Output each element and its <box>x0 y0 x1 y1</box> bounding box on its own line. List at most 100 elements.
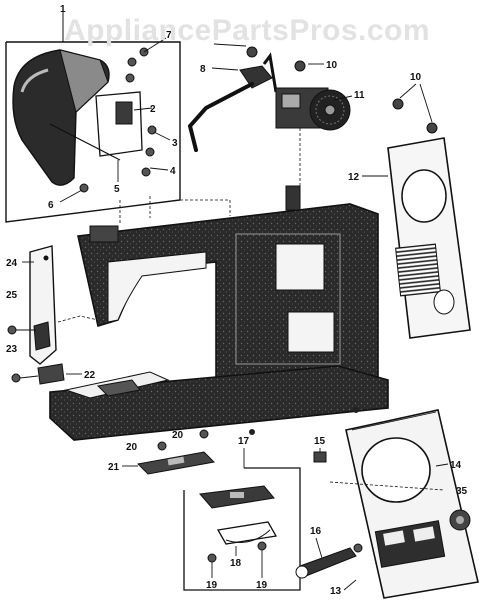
selector-window-left <box>383 530 405 546</box>
machine-base <box>49 365 389 441</box>
callout-19b: 19 <box>256 580 268 591</box>
leader-8 <box>211 67 239 71</box>
cover-top-face <box>59 49 109 113</box>
mount-bracket-part <box>95 91 143 157</box>
cover-highlight <box>20 68 49 93</box>
callout-23: 23 <box>6 344 18 355</box>
screw-part-25 <box>7 325 17 335</box>
panel-dial-window <box>361 437 431 503</box>
screw-part-13 <box>353 543 363 553</box>
callout-20a: 20 <box>126 442 138 453</box>
leader-6 <box>59 189 83 203</box>
slide-plate-slot <box>167 456 185 466</box>
cover-rod <box>49 123 121 161</box>
link-arm-head <box>239 65 273 89</box>
screw-part-7-top <box>246 46 258 58</box>
screw-part-23 <box>11 373 21 383</box>
body-inner-frame <box>235 233 341 365</box>
callout-18: 18 <box>230 558 242 569</box>
link-arm-part <box>187 82 254 152</box>
needle-head <box>89 225 119 243</box>
motor-plate <box>281 93 301 109</box>
leader-16 <box>315 537 323 559</box>
callout-1: 1 <box>60 4 66 15</box>
panel-edge-line <box>351 411 437 431</box>
selector-window-right <box>413 526 435 542</box>
callout-15: 15 <box>314 436 326 447</box>
side-plate-hole <box>43 255 49 261</box>
rear-cover-vent <box>395 243 441 297</box>
feed-dog-curve <box>225 529 271 543</box>
callout-2: 2 <box>150 104 156 115</box>
callout-11: 11 <box>354 90 365 101</box>
rear-cover-opening-bottom <box>433 289 455 315</box>
lamp-bulb <box>295 565 309 579</box>
leader-23 <box>19 375 39 379</box>
callout-4: 4 <box>170 166 176 177</box>
feed-dog-box <box>183 467 301 591</box>
leader-7 <box>143 37 167 53</box>
link-arm-hook <box>262 52 278 93</box>
leader-10b-left <box>399 83 417 99</box>
rear-cover-opening-top <box>401 169 447 223</box>
screw-rear-right <box>426 122 438 134</box>
guide-lines-top <box>119 196 231 224</box>
leader-11 <box>333 95 353 101</box>
foot-left <box>249 429 255 435</box>
clip-part-22 <box>37 363 65 385</box>
top-cover-assembly <box>5 10 181 223</box>
drive-mechanism <box>187 43 353 186</box>
foot-right <box>353 407 359 413</box>
leader-13 <box>343 579 357 591</box>
gear-teeth <box>315 95 345 125</box>
screw-part-20-left <box>157 441 167 451</box>
side-plate-latch <box>33 321 51 351</box>
screw-rear-left <box>392 98 404 110</box>
body-window-upper <box>275 243 325 291</box>
leader-35 <box>329 481 445 491</box>
stitch-knob-hub <box>456 516 464 524</box>
gear-hub <box>324 104 336 116</box>
machine-body <box>49 185 389 441</box>
throat-plate-hole <box>230 492 244 498</box>
screw-part-10 <box>294 60 306 72</box>
callout-labels: 1 2 3 4 5 6 7 8 10 10 11 12 13 14 15 16 … <box>6 4 468 597</box>
rear-cover-assembly <box>362 83 471 339</box>
callout-5: 5 <box>114 184 120 195</box>
throat-plate-slot <box>96 379 141 397</box>
feed-dog-part-18 <box>216 521 278 545</box>
guide-lines-left <box>57 315 99 323</box>
callout-35: 35 <box>456 486 468 497</box>
screw-part-19-right <box>257 541 267 551</box>
callout-19a: 19 <box>206 580 218 591</box>
callout-14: 14 <box>450 460 462 471</box>
left-side-parts <box>7 245 99 385</box>
arm-opening <box>107 251 207 323</box>
front-panel-assembly <box>295 409 479 599</box>
callout-22: 22 <box>84 370 96 381</box>
callout-20b: 20 <box>172 430 184 441</box>
leader-3 <box>153 131 171 141</box>
screw-part-19-left <box>207 553 217 563</box>
body-window-lower <box>287 311 335 353</box>
callout-12: 12 <box>348 172 360 183</box>
lamp-clip-part-15 <box>313 451 327 463</box>
callout-10a: 10 <box>326 60 338 71</box>
bed-plate-assembly <box>122 429 301 591</box>
spool-pin-mount <box>285 185 301 211</box>
leader-4 <box>149 167 169 171</box>
callout-3: 3 <box>172 138 178 149</box>
callout-10b: 10 <box>410 72 422 83</box>
screw-part-20-right <box>199 429 209 439</box>
callout-7: 7 <box>166 30 172 41</box>
bracket-clip <box>115 101 133 125</box>
callout-8: 8 <box>200 64 206 75</box>
callout-24: 24 <box>6 258 18 269</box>
callout-25: 25 <box>6 290 18 301</box>
rear-cover-part <box>387 137 471 339</box>
leader-2 <box>133 107 153 111</box>
front-panel-part <box>345 409 479 599</box>
callout-16: 16 <box>310 526 322 537</box>
